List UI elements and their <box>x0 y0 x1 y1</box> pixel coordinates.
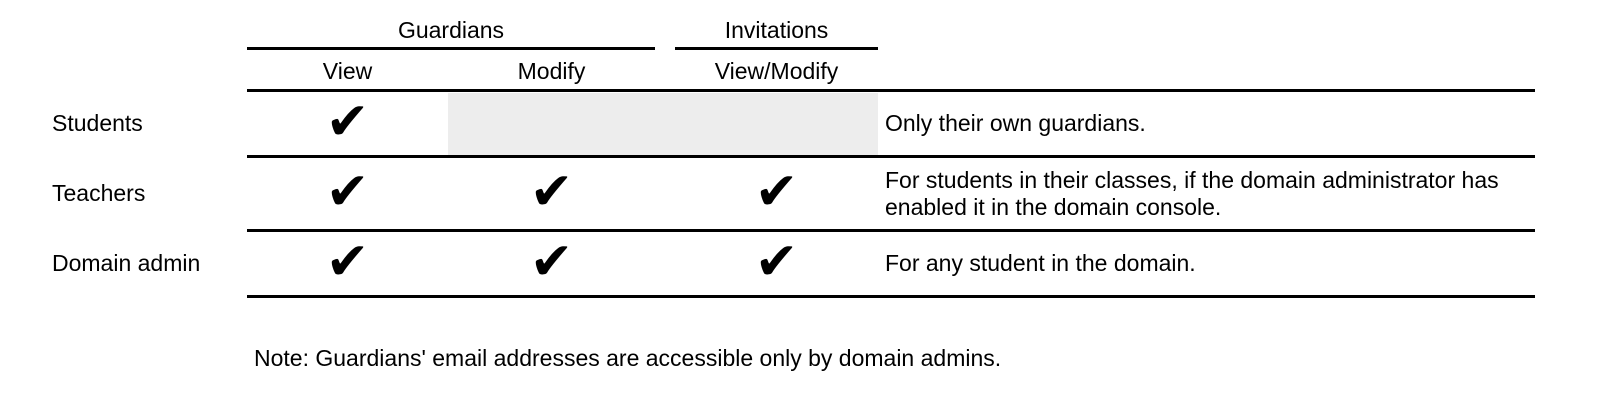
note-students: Only their own guardians. <box>885 110 1146 136</box>
check-icon: ✔ <box>529 161 574 222</box>
table-rule-after-teachers <box>247 229 1535 232</box>
check-domain-admin-guardians-view: ✔ <box>247 232 448 295</box>
check-icon: ✔ <box>529 231 574 292</box>
guardians-group-underline <box>247 47 655 50</box>
check-students-guardians-view: ✔ <box>247 92 448 155</box>
row-label-teachers: Teachers <box>52 180 146 206</box>
check-teachers-guardians-modify: ✔ <box>448 158 655 229</box>
check-teachers-invitations-view-modify: ✔ <box>675 158 878 229</box>
invitations-group-underline <box>675 47 878 50</box>
check-domain-admin-guardians-modify: ✔ <box>448 232 655 295</box>
check-icon: ✔ <box>754 161 799 222</box>
check-icon: ✔ <box>325 91 370 152</box>
check-icon: ✔ <box>325 231 370 292</box>
column-header-view: View <box>322 57 373 84</box>
check-domain-admin-invitations-view-modify: ✔ <box>675 232 878 295</box>
table-rule-after-domain-admin <box>247 295 1535 298</box>
students-disabled-cells-shading <box>448 93 878 155</box>
column-header-view-modify: View/Modify <box>714 57 839 84</box>
check-teachers-guardians-view: ✔ <box>247 158 448 229</box>
note-teachers: For students in their classes, if the do… <box>885 166 1499 220</box>
row-label-domain-admin: Domain admin <box>52 250 201 276</box>
column-group-header-guardians: Guardians <box>397 16 505 43</box>
note-domain-admin: For any student in the domain. <box>885 250 1196 276</box>
table-rule-after-students <box>247 155 1535 158</box>
footnote: Note: Guardians' email addresses are acc… <box>254 345 1002 371</box>
row-label-students: Students <box>52 110 143 136</box>
check-icon: ✔ <box>325 161 370 222</box>
check-icon: ✔ <box>754 231 799 292</box>
table-rule-header-bottom <box>247 89 1535 92</box>
column-header-modify: Modify <box>517 57 586 84</box>
column-group-header-invitations: Invitations <box>724 16 829 43</box>
